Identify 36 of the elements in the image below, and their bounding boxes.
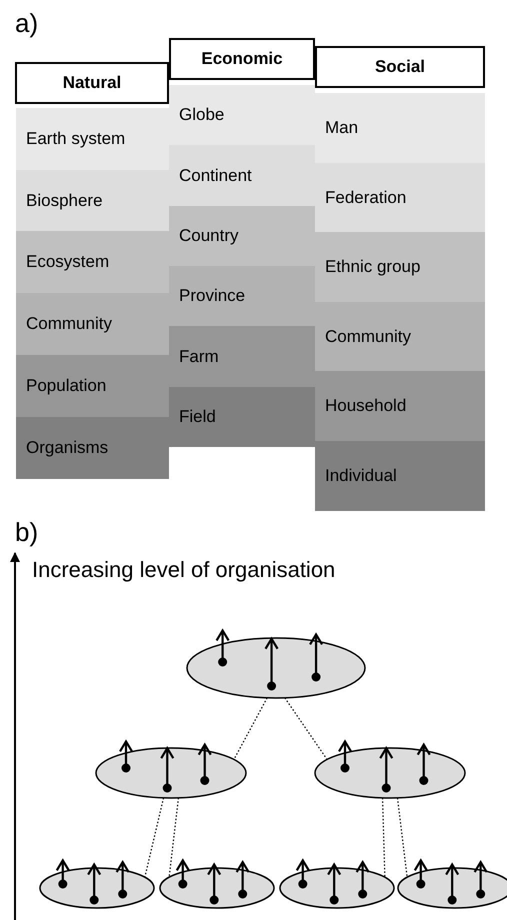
column-header: Natural <box>15 62 169 104</box>
level-band: Ethnic group <box>315 232 485 302</box>
level-band: Country <box>169 206 315 266</box>
level-band: Population <box>16 354 169 417</box>
level-band: Man <box>315 93 485 163</box>
connector-line <box>233 698 268 760</box>
level-band: Community <box>315 302 485 372</box>
level-band: Biosphere <box>16 170 169 232</box>
group-ellipse <box>39 867 155 909</box>
group-ellipse <box>159 867 275 909</box>
level-band: Community <box>16 293 169 356</box>
group-ellipse <box>279 867 395 909</box>
group-ellipse <box>186 637 366 699</box>
column-header: Economic <box>169 38 315 80</box>
group-ellipse <box>314 747 466 799</box>
level-band: Household <box>315 371 485 441</box>
level-band: Province <box>169 266 315 327</box>
level-band: Farm <box>169 326 315 387</box>
connector-line <box>396 798 408 878</box>
panel-label: b) <box>15 517 38 548</box>
connector-line <box>284 698 328 760</box>
column-header: Social <box>315 46 485 88</box>
level-band: Earth system <box>16 108 169 170</box>
axis-label: Increasing level of organisation <box>32 557 336 583</box>
level-band: Individual <box>315 440 485 510</box>
panel-label: a) <box>15 8 38 39</box>
level-band: Field <box>169 386 315 448</box>
level-band: Ecosystem <box>16 231 169 294</box>
connector-line <box>168 798 180 878</box>
level-band: Organisms <box>16 416 169 479</box>
level-band: Globe <box>169 85 315 146</box>
connector-line <box>382 798 386 878</box>
connector-line <box>144 798 164 878</box>
level-band: Federation <box>315 162 485 232</box>
level-band: Continent <box>169 145 315 206</box>
group-ellipse <box>95 747 247 799</box>
